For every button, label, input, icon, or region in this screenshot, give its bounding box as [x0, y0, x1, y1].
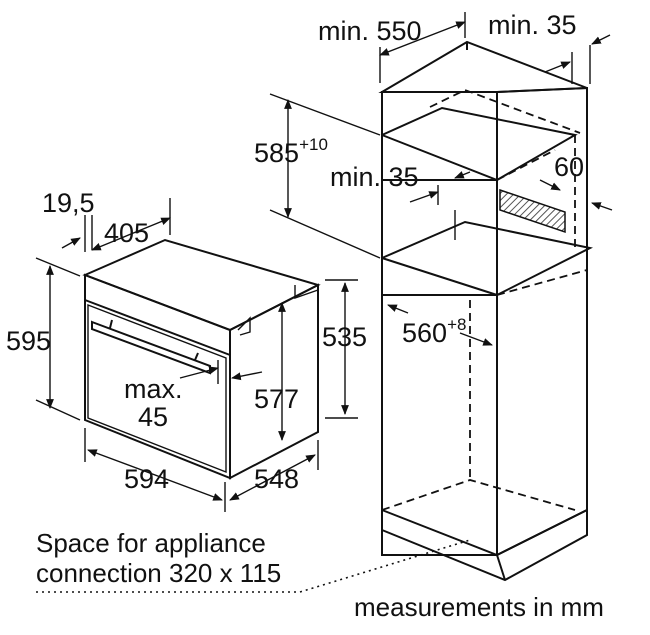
dimension-lines: [35, 12, 613, 593]
label-space-line-1: Space for appliance: [36, 528, 266, 558]
oven-top: [82, 238, 321, 332]
lower-rear-dashed: [381, 479, 576, 511]
dim-line-548: [229, 454, 316, 501]
label-585-value: 585: [254, 138, 299, 168]
label-595: 595: [6, 326, 51, 356]
label-units: measurements in mm: [354, 592, 604, 622]
shelf-rear-dashed: [496, 269, 588, 296]
label-60: 60: [554, 152, 584, 182]
connection-leader: [36, 539, 471, 593]
label-577: 577: [254, 384, 299, 414]
label-19-5: 19,5: [42, 188, 95, 218]
mounting-bracket: [237, 316, 251, 336]
label-594: 594: [124, 464, 169, 494]
oven-bottom-shelf: [381, 220, 594, 297]
label-405: 405: [104, 218, 149, 248]
label-535: 535: [322, 322, 367, 352]
labels: min. 550 min. 35 585+10 min. 35 60 19,5 …: [6, 10, 604, 622]
label-min-550: min. 550: [318, 16, 422, 46]
label-560: 560+8: [402, 315, 466, 348]
label-548: 548: [254, 464, 299, 494]
oven: [82, 238, 321, 480]
dim-line-550: [379, 21, 466, 56]
label-585: 585+10: [254, 135, 328, 168]
label-max: max.: [124, 374, 183, 404]
label-max-45: 45: [138, 402, 168, 432]
cabinet: [378, 40, 594, 582]
label-space-line-2: connection 320 x 115: [36, 558, 281, 588]
oven-side: [229, 283, 319, 480]
label-585-tolerance: +10: [299, 135, 328, 154]
cabinet-plinth: [381, 508, 588, 582]
oven-door: [87, 303, 227, 474]
label-560-tolerance: +8: [447, 315, 466, 334]
ventilation-cutout: [499, 188, 566, 234]
label-min-35-mid: min. 35: [330, 162, 419, 192]
upper-rear-dashed: [429, 89, 581, 134]
dim-line-594: [87, 449, 223, 501]
label-560-value: 560: [402, 318, 447, 348]
label-min-35-top: min. 35: [488, 10, 577, 40]
dim-line-405: [91, 217, 171, 251]
